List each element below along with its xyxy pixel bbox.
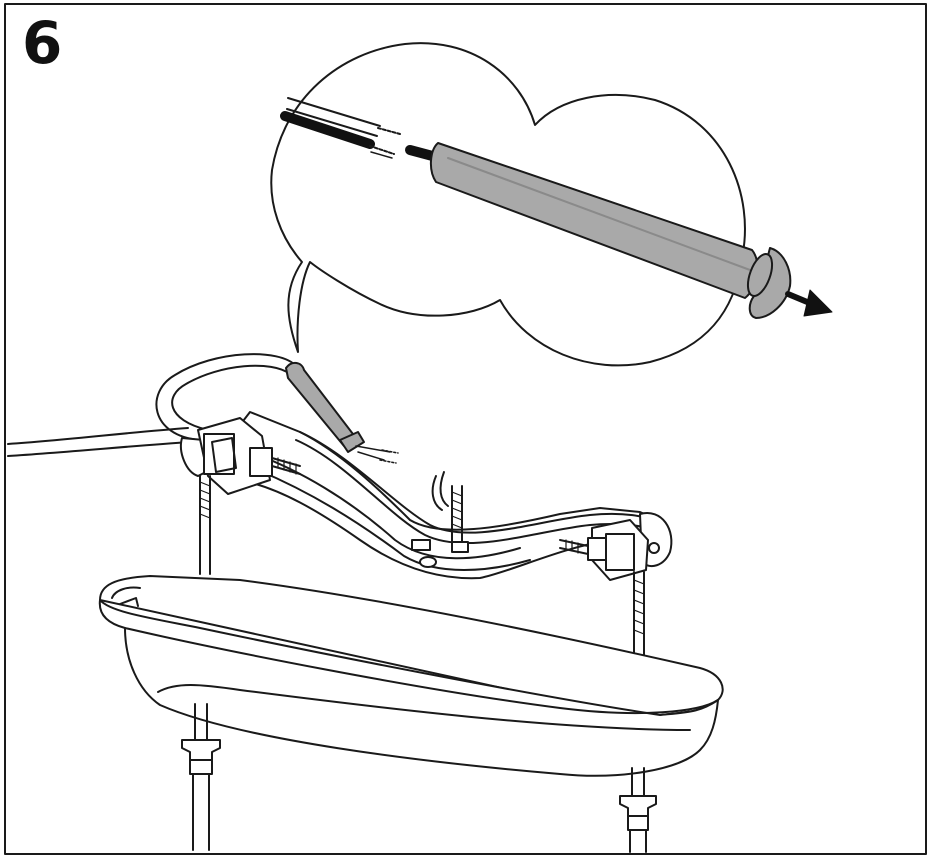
- right-lower-rod: [619, 767, 657, 853]
- right-suspension-rod: [633, 571, 645, 661]
- left-lower-rod: [181, 703, 221, 851]
- step-number: 6: [22, 9, 63, 77]
- left-suspension-rod: [199, 475, 211, 575]
- right-cable-clamp: [559, 512, 673, 581]
- page-border: [4, 3, 927, 855]
- pull-direction-arrow: [785, 289, 833, 317]
- zoom-cable-ends: [280, 97, 401, 159]
- zoom-protective-sleeve: [405, 142, 792, 319]
- power-cable: [7, 353, 297, 457]
- lamp-canopy: [98, 575, 724, 777]
- cable-sleeve: [285, 362, 399, 464]
- left-cable-clamp: [180, 417, 301, 495]
